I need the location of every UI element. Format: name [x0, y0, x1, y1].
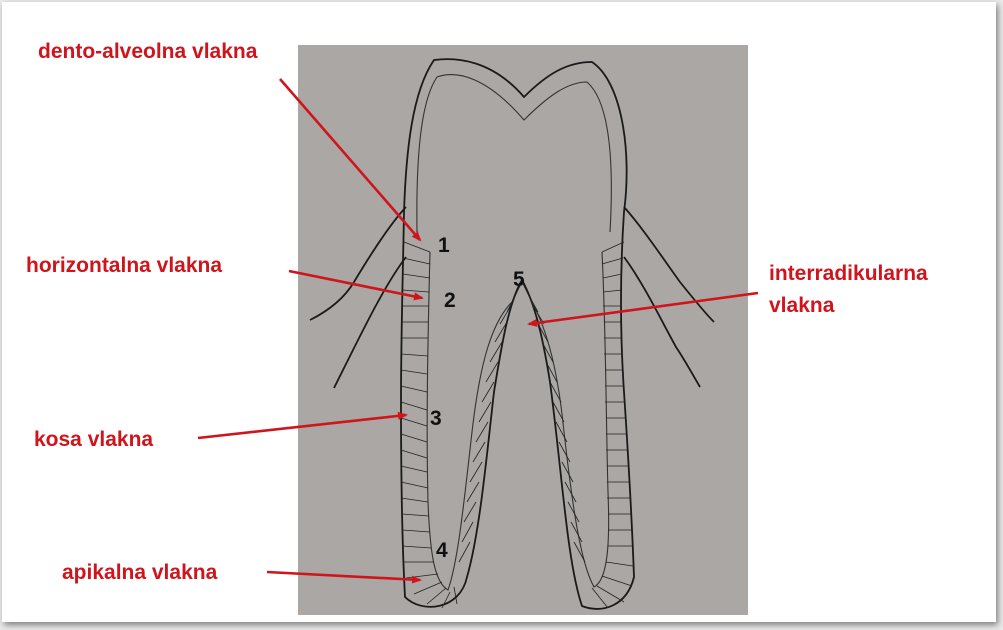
label-apical: apikalna vlakna — [62, 561, 218, 584]
label-interradicular-1: interradikularna — [769, 262, 928, 285]
number-1: 1 — [438, 234, 450, 257]
label-dento-alveolar: dento-alveolna vlakna — [38, 40, 258, 63]
label-oblique: kosa vlakna — [34, 428, 153, 451]
slide-frame: 1 2 3 4 5 dento-alveolna vlakna horizont… — [2, 2, 996, 622]
number-4: 4 — [436, 539, 448, 562]
number-5: 5 — [513, 268, 525, 291]
number-3: 3 — [430, 407, 442, 430]
label-horizontal: horizontalna vlakna — [26, 254, 222, 277]
figure-panel — [298, 45, 748, 615]
number-2: 2 — [444, 289, 456, 312]
label-interradicular-2: vlakna — [769, 294, 835, 317]
